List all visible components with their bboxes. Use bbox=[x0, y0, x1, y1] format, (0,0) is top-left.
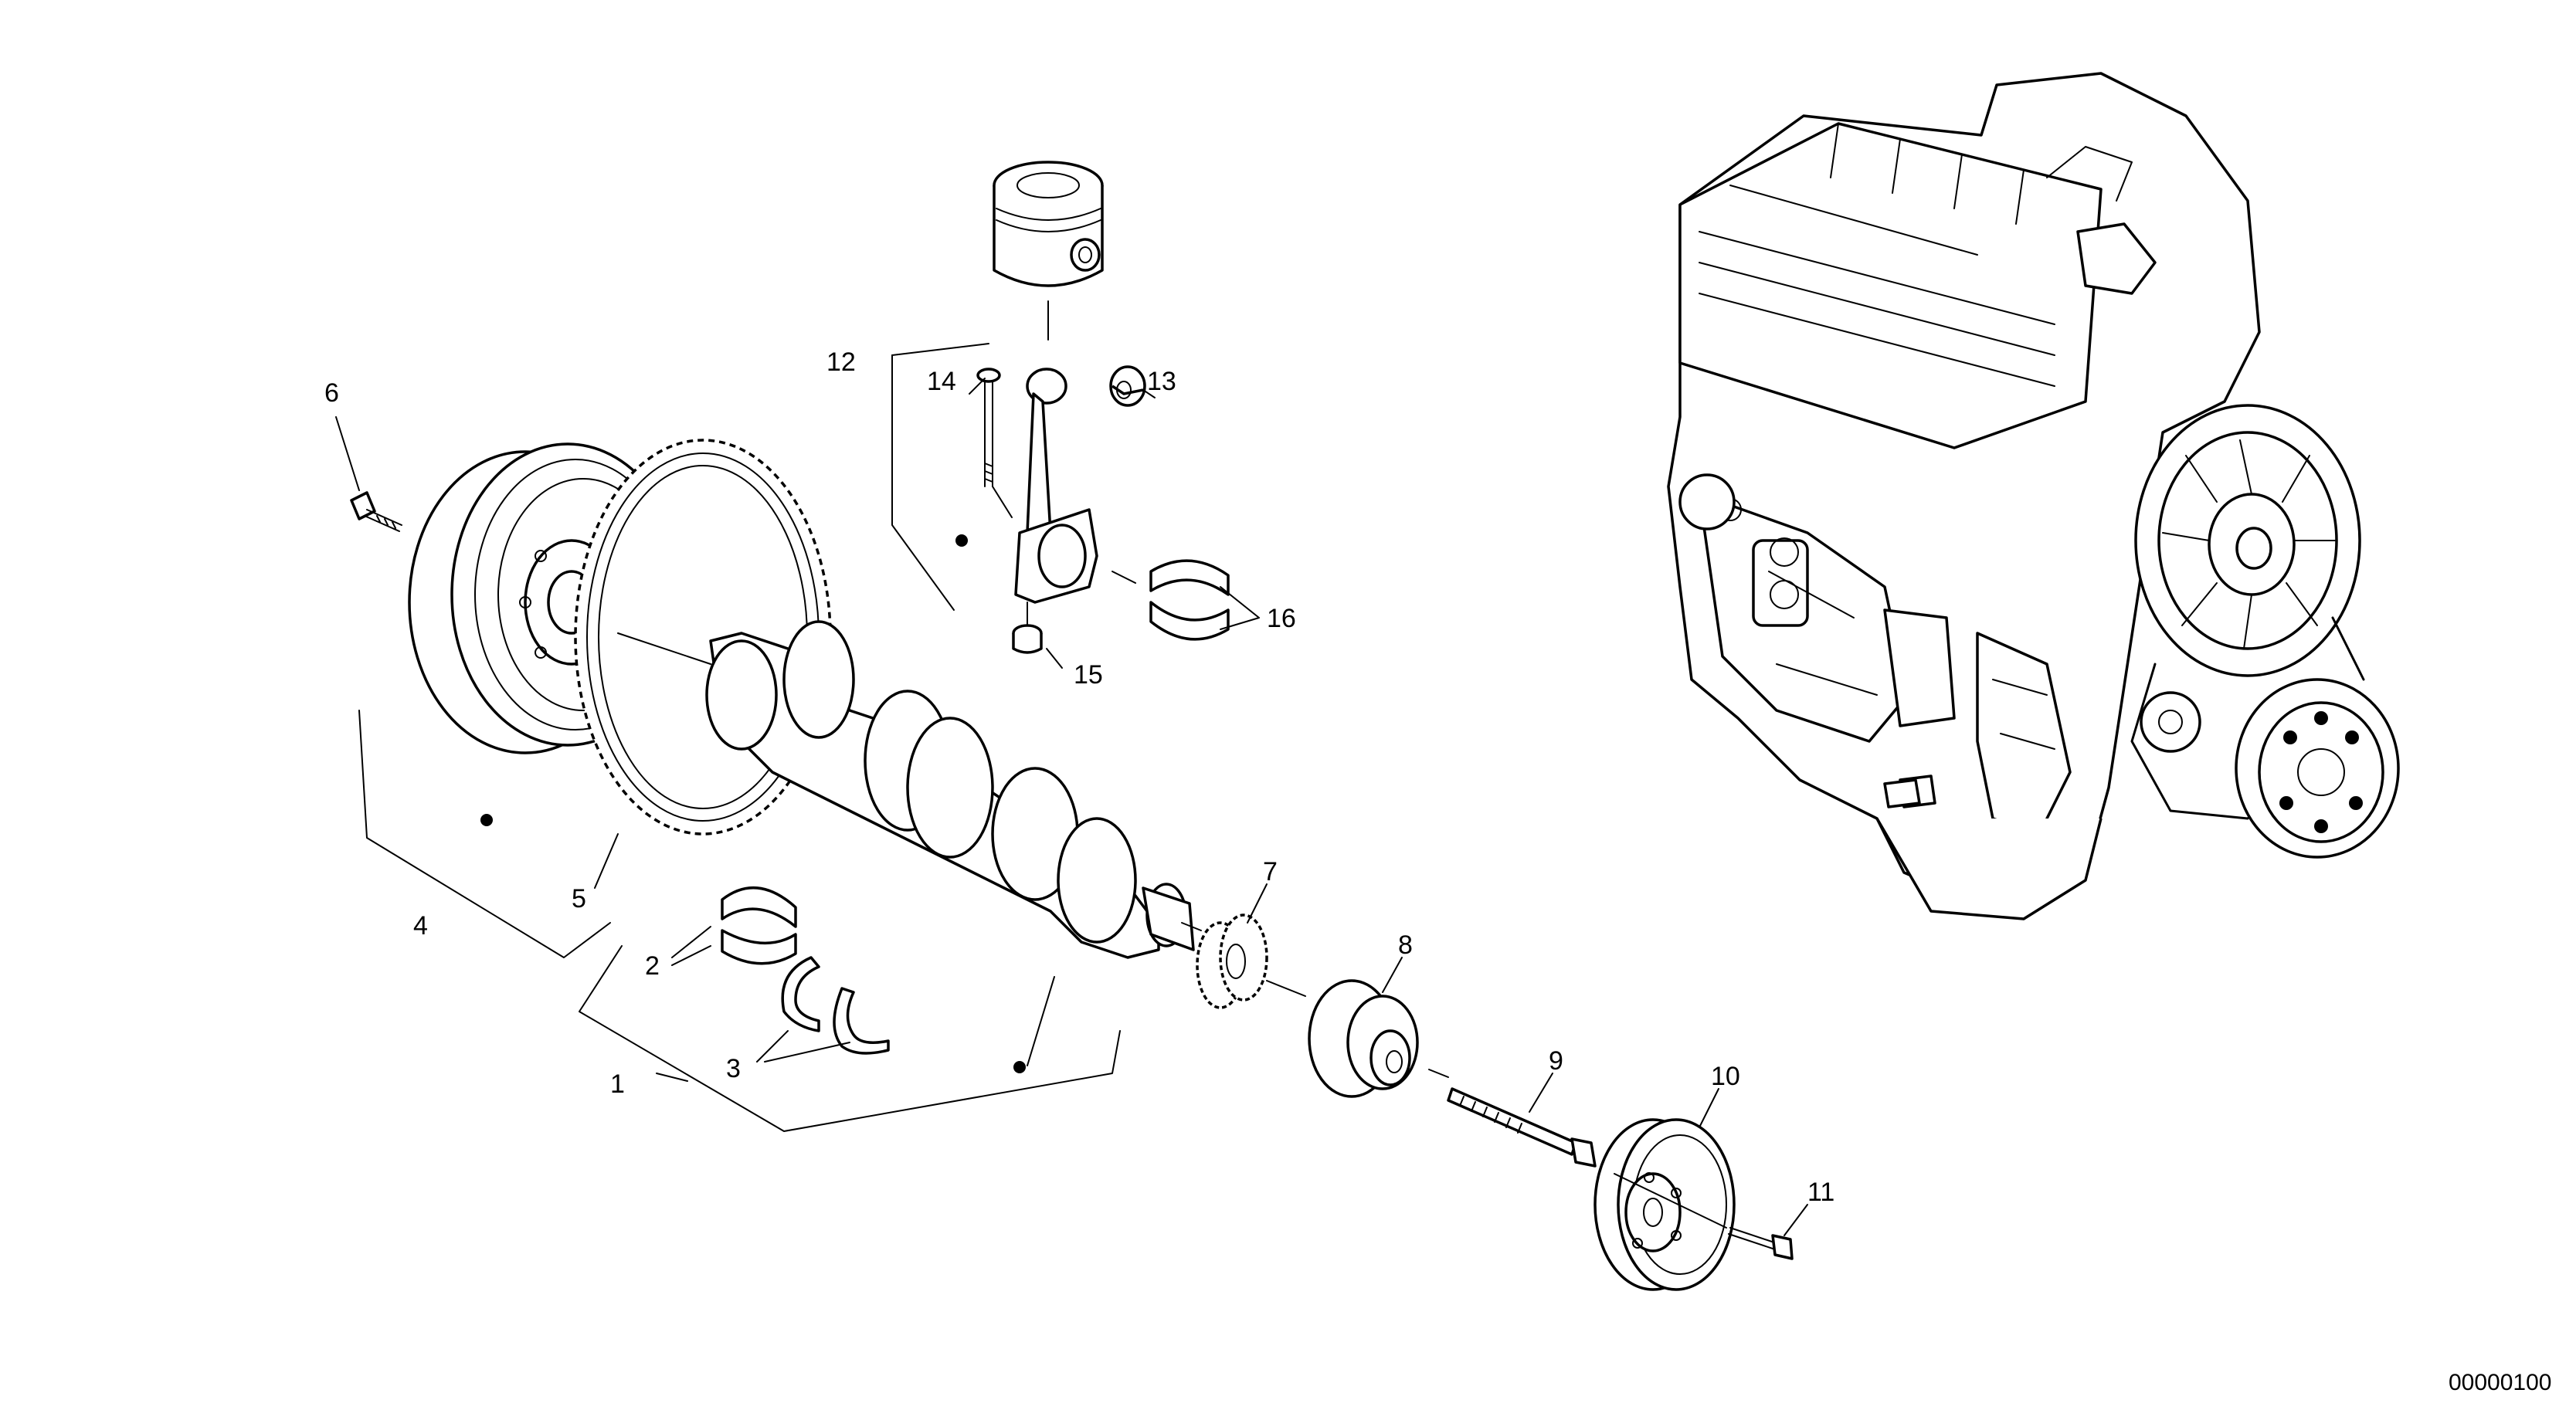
crankshaft-gear bbox=[1196, 913, 1268, 1009]
con-rod-nut bbox=[1012, 624, 1043, 654]
callout-5: 5 bbox=[572, 884, 586, 913]
crankshaft-hub bbox=[1308, 979, 1419, 1098]
flywheel-bolt bbox=[350, 491, 402, 532]
con-rod-bolt bbox=[976, 368, 1001, 487]
callout-10: 10 bbox=[1711, 1062, 1740, 1091]
main-bearing-shells bbox=[721, 886, 797, 965]
callout-16: 16 bbox=[1267, 604, 1296, 633]
callout-14: 14 bbox=[927, 367, 956, 396]
callout-11: 11 bbox=[1807, 1178, 1834, 1207]
v-belt-pulley bbox=[1593, 1118, 1736, 1291]
engine-assembly-illustration bbox=[1667, 72, 2400, 920]
callout-13: 13 bbox=[1147, 367, 1176, 396]
subassembly-markers bbox=[480, 534, 1026, 1073]
callout-7: 7 bbox=[1263, 857, 1278, 886]
drawing-reference-number: 00000100 bbox=[2449, 1370, 2551, 1395]
central-bolt bbox=[1447, 1087, 1597, 1168]
piston bbox=[993, 161, 1104, 287]
connecting-rod bbox=[1014, 368, 1098, 604]
callout-8: 8 bbox=[1398, 930, 1413, 960]
thrust-washers bbox=[781, 956, 890, 1055]
pulley-bolt bbox=[1728, 1227, 1794, 1260]
callout-6: 6 bbox=[324, 378, 339, 408]
callout-2: 2 bbox=[645, 951, 660, 981]
callout-15: 15 bbox=[1074, 660, 1103, 690]
callout-4: 4 bbox=[413, 911, 428, 941]
callout-9: 9 bbox=[1549, 1046, 1563, 1076]
callout-12: 12 bbox=[826, 347, 856, 377]
small-end-bushing bbox=[1109, 365, 1146, 407]
leader-lines bbox=[335, 300, 1808, 1236]
callout-1: 1 bbox=[610, 1069, 625, 1099]
callout-labels: 1 2 3 4 5 6 7 8 9 10 11 12 13 14 15 16 bbox=[324, 347, 1834, 1207]
con-rod-bearing-shells bbox=[1149, 559, 1230, 641]
crankshaft bbox=[705, 620, 1195, 959]
callout-3: 3 bbox=[726, 1054, 741, 1083]
